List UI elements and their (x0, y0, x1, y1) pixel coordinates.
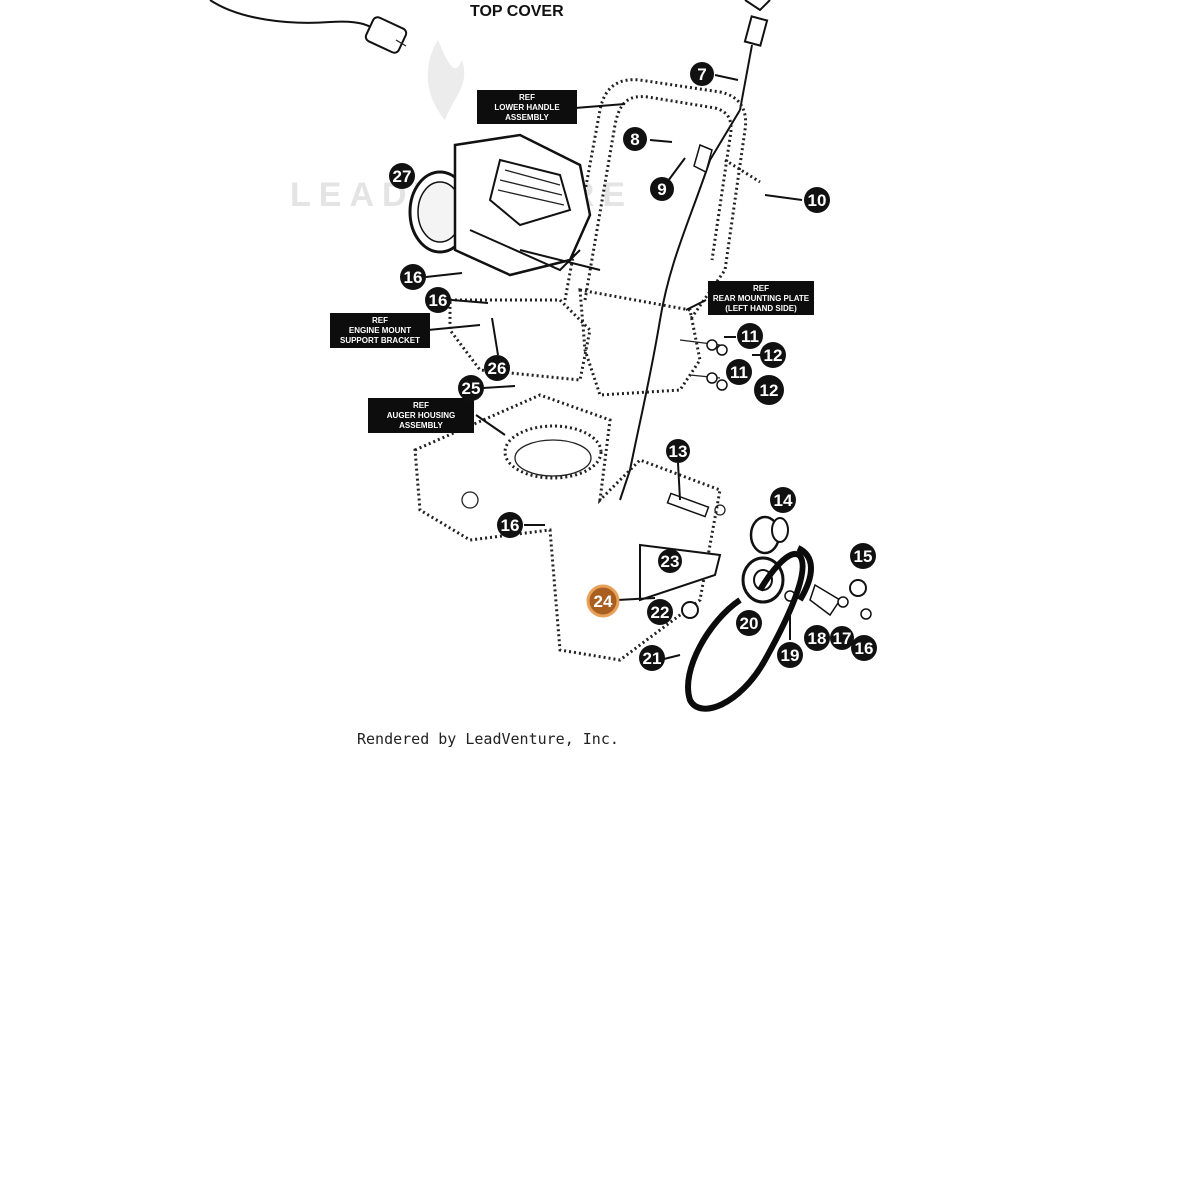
svg-text:23: 23 (661, 552, 680, 571)
svg-text:ASSEMBLY: ASSEMBLY (505, 113, 549, 122)
watermark-logo (427, 40, 465, 120)
callout-16-bracket[interactable]: 16 (425, 287, 451, 313)
svg-text:20: 20 (740, 614, 759, 633)
leader-lines (425, 74, 803, 661)
svg-text:26: 26 (488, 359, 507, 378)
ref-engine-mount-label: REF ENGINE MOUNT SUPPORT BRACKET (330, 313, 430, 348)
callout-8[interactable]: 8 (623, 127, 647, 151)
svg-text:16: 16 (404, 268, 423, 287)
svg-text:SUPPORT BRACKET: SUPPORT BRACKET (340, 336, 420, 345)
svg-text:LOWER HANDLE: LOWER HANDLE (494, 103, 560, 112)
callout-16-engine[interactable]: 16 (400, 264, 426, 290)
svg-text:13: 13 (669, 442, 688, 461)
svg-text:ASSEMBLY: ASSEMBLY (399, 421, 443, 430)
callout-17[interactable]: 17 (830, 626, 854, 650)
callout-14[interactable]: 14 (770, 487, 796, 513)
svg-text:AUGER HOUSING: AUGER HOUSING (387, 411, 455, 420)
drive-belt-upper (796, 545, 814, 602)
svg-text:16: 16 (501, 516, 520, 535)
callout-11-upper[interactable]: 11 (737, 323, 763, 349)
callout-18[interactable]: 18 (804, 625, 830, 651)
callout-7[interactable]: 7 (690, 62, 714, 86)
control-cable (619, 0, 771, 501)
callout-25[interactable]: 25 (458, 375, 484, 401)
svg-text:REF: REF (753, 284, 769, 293)
svg-text:REF: REF (519, 93, 535, 102)
callout-22[interactable]: 22 (647, 599, 673, 625)
svg-text:15: 15 (854, 547, 873, 566)
engine-mount-bracket (448, 298, 592, 382)
svg-text:21: 21 (643, 649, 662, 668)
svg-text:7: 7 (697, 65, 706, 84)
svg-text:25: 25 (462, 379, 481, 398)
svg-text:REF: REF (372, 316, 388, 325)
auger-housing (413, 393, 726, 662)
callout-10[interactable]: 10 (804, 187, 830, 213)
rear-mounting-plate (578, 288, 702, 397)
callout-24[interactable]: 24 (586, 584, 620, 618)
svg-text:12: 12 (760, 381, 779, 400)
ref-lower-handle-label: REF LOWER HANDLE ASSEMBLY (477, 90, 577, 124)
callout-20[interactable]: 20 (736, 610, 762, 636)
top-cover-label: TOP COVER (470, 3, 564, 20)
svg-text:16: 16 (855, 639, 874, 658)
svg-text:16: 16 (429, 291, 448, 310)
render-credit: Rendered by LeadVenture, Inc. (357, 730, 619, 748)
plug-connector (364, 16, 408, 54)
svg-text:10: 10 (808, 191, 827, 210)
cable-wire (209, 0, 381, 36)
svg-text:27: 27 (393, 167, 412, 186)
svg-text:14: 14 (774, 491, 793, 510)
svg-text:19: 19 (781, 646, 800, 665)
callout-27[interactable]: 27 (389, 163, 415, 189)
ref-rear-mounting-plate-label: REF REAR MOUNTING PLATE (LEFT HAND SIDE) (708, 281, 814, 315)
lower-handle-outline (563, 78, 748, 321)
callout-12-lower[interactable]: 12 (754, 375, 784, 405)
svg-text:REF: REF (413, 401, 429, 410)
drive-belt (685, 551, 806, 712)
callout-9[interactable]: 9 (650, 177, 674, 201)
callout-12-upper[interactable]: 12 (760, 342, 786, 368)
svg-text:REAR MOUNTING PLATE: REAR MOUNTING PLATE (713, 294, 810, 303)
callout-11-lower[interactable]: 11 (726, 359, 752, 385)
callout-13[interactable]: 13 (666, 439, 690, 463)
callout-15[interactable]: 15 (850, 543, 876, 569)
engine-assembly (408, 133, 601, 277)
callout-16-housing[interactable]: 16 (497, 512, 523, 538)
svg-text:9: 9 (657, 180, 666, 199)
svg-text:(LEFT HAND SIDE): (LEFT HAND SIDE) (725, 304, 797, 313)
svg-text:24: 24 (594, 592, 613, 611)
svg-text:22: 22 (651, 603, 670, 622)
callout-26[interactable]: 26 (484, 355, 510, 381)
svg-text:11: 11 (730, 363, 748, 382)
svg-text:8: 8 (630, 130, 639, 149)
svg-text:11: 11 (741, 327, 759, 346)
callout-21[interactable]: 21 (639, 645, 665, 671)
svg-text:17: 17 (833, 629, 852, 648)
svg-text:ENGINE MOUNT: ENGINE MOUNT (349, 326, 411, 335)
bolts-11-12 (706, 339, 728, 391)
callout-16-idler[interactable]: 16 (851, 635, 877, 661)
ref-auger-housing-label: REF AUGER HOUSING ASSEMBLY (368, 398, 474, 433)
handle-bolt (724, 158, 761, 184)
lower-handle-inner (583, 95, 733, 301)
svg-text:18: 18 (808, 629, 827, 648)
svg-text:12: 12 (764, 346, 783, 365)
callout-19[interactable]: 19 (777, 642, 803, 668)
callout-23[interactable]: 23 (658, 549, 682, 573)
